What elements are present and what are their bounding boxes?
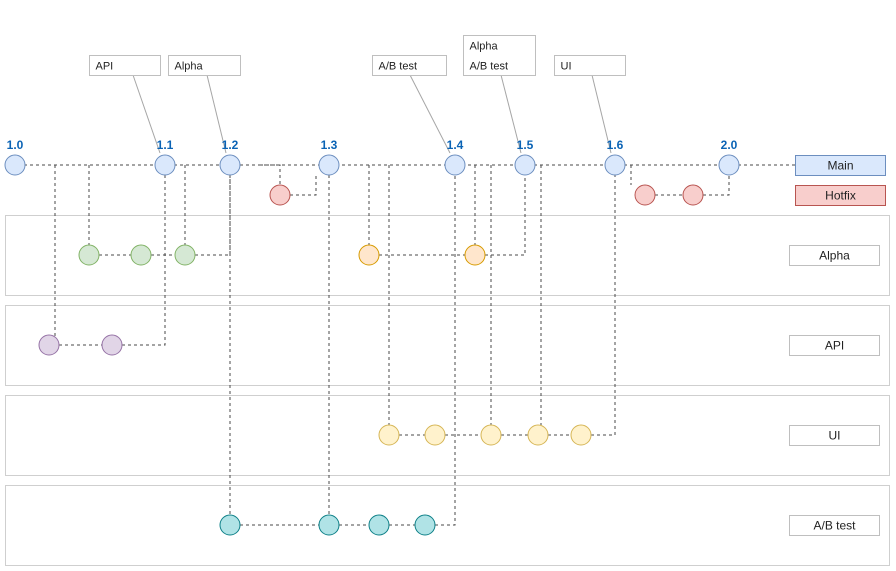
callout-1-6-text: UI <box>561 61 572 73</box>
conn-hotfix-2c <box>703 175 730 196</box>
lane-label-ui-text: UI <box>829 429 841 443</box>
callout-1-1: API <box>89 55 161 76</box>
commit-api-2 <box>101 334 123 356</box>
commit-hotfix-2 <box>634 184 656 206</box>
conn-alpha-1-5 <box>485 175 526 256</box>
commit-alpha-1 <box>78 244 100 266</box>
callout-1-1-text: API <box>96 61 114 73</box>
conn-hotfix-1b <box>290 175 317 196</box>
lane-label-alpha: Alpha <box>789 245 880 266</box>
version-1-5: 1.5 <box>517 138 534 152</box>
commit-abtest-3 <box>368 514 390 536</box>
legend-main-swatch <box>795 155 886 176</box>
commit-hotfix-3 <box>682 184 704 206</box>
legend-main: Main <box>795 155 886 176</box>
commits-main <box>4 154 740 176</box>
commit-main-1-1 <box>154 154 176 176</box>
commit-main-1-0 <box>4 154 26 176</box>
callout-1-4: A/B test <box>372 55 447 76</box>
lane-label-ui: UI <box>789 425 880 446</box>
lane-label-alpha-text: Alpha <box>819 249 850 263</box>
commit-main-1-3 <box>318 154 340 176</box>
lane-label-api: API <box>789 335 880 356</box>
commit-alpha-4 <box>358 244 380 266</box>
commit-abtest-1 <box>219 514 241 536</box>
commit-main-1-5 <box>514 154 536 176</box>
lane-label-abtest-text: A/B test <box>813 519 856 533</box>
lane-label-abtest: A/B test <box>789 515 880 536</box>
lane-label-api-text: API <box>825 339 844 353</box>
callout-1-2: Alpha <box>168 55 241 76</box>
commits-alpha <box>78 244 486 266</box>
callout-leaders <box>132 74 612 154</box>
commit-main-1-2 <box>219 154 241 176</box>
version-1-0: 1.0 <box>7 138 24 152</box>
commit-ui-3 <box>480 424 502 446</box>
commit-alpha-3 <box>174 244 196 266</box>
commits-api <box>38 334 123 356</box>
commit-main-1-4 <box>444 154 466 176</box>
commit-main-2-0 <box>718 154 740 176</box>
conn-ui-1-6 <box>591 175 616 436</box>
version-1-4: 1.4 <box>447 138 464 152</box>
commit-abtest-2 <box>318 514 340 536</box>
commit-main-1-6 <box>604 154 626 176</box>
legend-hotfix: Hotfix <box>795 185 886 206</box>
commit-ui-5 <box>570 424 592 446</box>
callout-1-5-text-1: Alpha <box>470 41 499 53</box>
commit-ui-4 <box>527 424 549 446</box>
commit-hotfix-1 <box>269 184 291 206</box>
version-labels: 1.0 1.1 1.2 1.3 1.4 1.5 1.6 2.0 <box>7 138 738 152</box>
commit-abtest-4 <box>414 514 436 536</box>
callout-1-6: UI <box>554 55 626 76</box>
version-1-2: 1.2 <box>222 138 239 152</box>
version-1-6: 1.6 <box>607 138 624 152</box>
conn-api-1-1 <box>122 175 166 346</box>
version-2-0: 2.0 <box>721 138 738 152</box>
callout-1-2-text: Alpha <box>175 61 204 73</box>
conn-hotfix-1 <box>260 164 281 185</box>
callout-1-4-text: A/B test <box>379 61 418 73</box>
legend-hotfix-label: Hotfix <box>825 189 856 203</box>
version-1-1: 1.1 <box>157 138 174 152</box>
commits-hotfix <box>269 184 704 206</box>
commit-ui-2 <box>424 424 446 446</box>
callout-1-5-text-2: A/B test <box>470 61 509 73</box>
commit-alpha-5 <box>464 244 486 266</box>
legend-hotfix-swatch <box>795 185 886 206</box>
commit-api-1 <box>38 334 60 356</box>
callout-1-5: Alpha A/B test <box>463 35 536 76</box>
commit-alpha-2 <box>130 244 152 266</box>
legend-main-label: Main <box>827 159 853 173</box>
lane-api <box>5 305 890 386</box>
commits-abtest <box>219 514 436 536</box>
conn-abtest-1-4 <box>435 175 456 526</box>
commits-ui <box>378 424 592 446</box>
version-1-3: 1.3 <box>321 138 338 152</box>
commit-ui-1 <box>378 424 400 446</box>
